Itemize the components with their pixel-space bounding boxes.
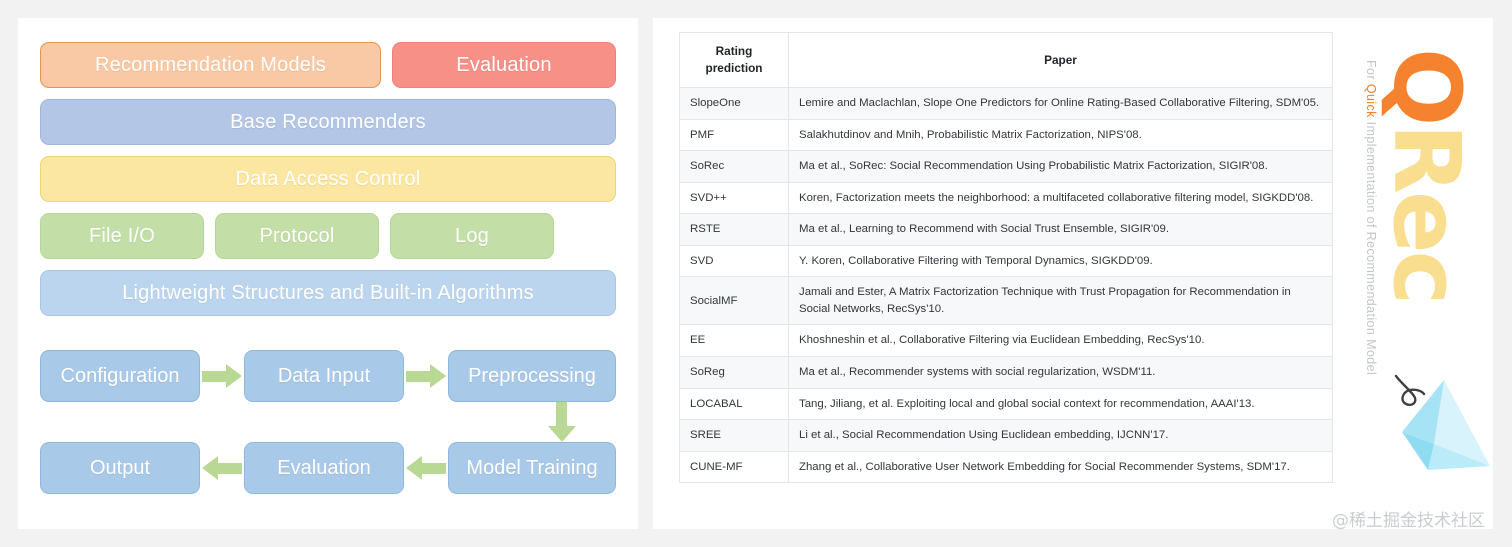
column-header-rating-prediction: Rating prediction — [679, 31, 789, 89]
column-header-paper: Paper — [788, 31, 1333, 89]
table-body: SlopeOne Lemire and Maclachlan, Slope On… — [679, 87, 1333, 484]
rating-prediction-table: Rating prediction Paper SlopeOne Lemire … — [679, 31, 1333, 484]
cell-paper-reference: Li et al., Social Recommendation Using E… — [788, 419, 1333, 452]
cell-paper-reference: Salakhutdinov and Mnih, Probabilistic Ma… — [788, 118, 1333, 152]
box-log[interactable]: Log — [390, 213, 554, 259]
logo-letter-q: Q — [1373, 48, 1480, 124]
cell-paper-reference: Lemire and Maclachlan, Slope One Predict… — [788, 87, 1333, 120]
watermark-text: @稀土掘金技术社区 — [1332, 511, 1485, 531]
box-lightweight-structures[interactable]: Lightweight Structures and Built-in Algo… — [40, 270, 616, 316]
arrow-left-icon — [200, 456, 244, 480]
table-row: LOCABAL Tang, Jiliang, et al. Exploiting… — [679, 387, 1333, 421]
header-line-2: prediction — [705, 61, 763, 76]
cell-paper-reference: Jamali and Ester, A Matrix Factorization… — [788, 276, 1333, 326]
table-row: SocialMF Jamali and Ester, A Matrix Fact… — [679, 276, 1333, 326]
tagline-prefix: For — [1364, 60, 1378, 84]
cell-model-name: PMF — [679, 118, 789, 152]
cell-paper-reference: Ma et al., Recommender systems with soci… — [788, 355, 1333, 389]
cell-paper-reference: Ma et al., Learning to Recommend with So… — [788, 213, 1333, 246]
cell-paper-reference: Ma et al., SoRec: Social Recommendation … — [788, 150, 1333, 183]
cell-model-name: SlopeOne — [679, 87, 789, 120]
arrow-right-icon — [200, 364, 244, 388]
box-protocol[interactable]: Protocol — [215, 213, 379, 259]
pipeline-flowchart: Configuration Data Input Preprocessing O… — [40, 350, 616, 510]
cell-model-name: SREE — [679, 419, 789, 452]
flow-step-evaluation[interactable]: Evaluation — [244, 442, 404, 494]
architecture-row-3: Data Access Control — [40, 156, 616, 202]
cell-paper-reference: Y. Koren, Collaborative Filtering with T… — [788, 244, 1333, 278]
qrec-logo: QRec — [1373, 48, 1480, 352]
paper-plane-icon — [1402, 380, 1490, 470]
header-line-1: Rating — [715, 44, 753, 58]
box-recommendation-models[interactable]: Recommendation Models — [40, 42, 381, 88]
flow-step-model-training[interactable]: Model Training — [448, 442, 616, 494]
box-file-io[interactable]: File I/O — [40, 213, 204, 259]
cell-paper-reference: Zhang et al., Collaborative User Network… — [788, 450, 1333, 484]
flow-step-preprocessing[interactable]: Preprocessing — [448, 350, 616, 402]
table-row: SVD++ Koren, Factorization meets the nei… — [679, 181, 1333, 215]
box-data-access-control[interactable]: Data Access Control — [40, 156, 616, 202]
cell-model-name: SVD++ — [679, 181, 789, 215]
architecture-row-4: File I/O Protocol Log — [40, 213, 616, 259]
cell-model-name: SocialMF — [679, 276, 789, 326]
table-row: SoReg Ma et al., Recommender systems wit… — [679, 355, 1333, 389]
cell-model-name: LOCABAL — [679, 387, 789, 421]
cell-paper-reference: Tang, Jiliang, et al. Exploiting local a… — [788, 387, 1333, 421]
logo-letters-rec: Rec — [1373, 123, 1480, 302]
cell-model-name: SoReg — [679, 355, 789, 389]
arrow-left-icon — [404, 456, 448, 480]
cell-model-name: SoRec — [679, 150, 789, 183]
squiggle-icon — [1394, 374, 1426, 407]
table-row: EE Khoshneshin et al., Collaborative Fil… — [679, 324, 1333, 357]
flow-step-data-input[interactable]: Data Input — [244, 350, 404, 402]
architecture-row-1: Recommendation Models Evaluation — [40, 42, 616, 88]
table-row: SlopeOne Lemire and Maclachlan, Slope On… — [679, 87, 1333, 120]
cell-model-name: SVD — [679, 244, 789, 278]
cell-model-name: EE — [679, 324, 789, 357]
flow-step-configuration[interactable]: Configuration — [40, 350, 200, 402]
cell-model-name: CUNE-MF — [679, 450, 789, 484]
flow-spacer — [40, 402, 616, 442]
flow-step-output[interactable]: Output — [40, 442, 200, 494]
architecture-row-2: Base Recommenders — [40, 99, 616, 145]
qrec-logo-text: QRec — [1373, 48, 1480, 320]
table-header-row: Rating prediction Paper — [679, 31, 1333, 89]
flow-bottom-row: Output Evaluation Model Training — [40, 442, 616, 494]
table-row: CUNE-MF Zhang et al., Collaborative User… — [679, 450, 1333, 484]
table-row: SREE Li et al., Social Recommendation Us… — [679, 419, 1333, 452]
tagline-suffix: Implementation of Recommendation Model — [1364, 117, 1378, 376]
architecture-panel: Recommendation Models Evaluation Base Re… — [18, 18, 638, 529]
table-row: SoRec Ma et al., SoRec: Social Recommend… — [679, 150, 1333, 183]
architecture-row-5: Lightweight Structures and Built-in Algo… — [40, 270, 616, 316]
arrow-right-icon — [404, 364, 448, 388]
cell-paper-reference: Koren, Factorization meets the neighborh… — [788, 181, 1333, 215]
architecture-stack: Recommendation Models Evaluation Base Re… — [40, 42, 616, 327]
cell-model-name: RSTE — [679, 213, 789, 246]
box-base-recommenders[interactable]: Base Recommenders — [40, 99, 616, 145]
paper-table-panel: Rating prediction Paper SlopeOne Lemire … — [653, 18, 1493, 529]
cell-paper-reference: Khoshneshin et al., Collaborative Filter… — [788, 324, 1333, 357]
table-row: SVD Y. Koren, Collaborative Filtering wi… — [679, 244, 1333, 278]
flow-top-row: Configuration Data Input Preprocessing — [40, 350, 616, 402]
arrow-down-icon — [548, 402, 576, 442]
table-row: PMF Salakhutdinov and Mnih, Probabilisti… — [679, 118, 1333, 152]
table-row: RSTE Ma et al., Learning to Recommend wi… — [679, 213, 1333, 246]
box-evaluation-layer[interactable]: Evaluation — [392, 42, 616, 88]
vertical-tagline: For Quick Implementation of Recommendati… — [1352, 60, 1378, 480]
tagline-highlight: Quick — [1364, 83, 1378, 118]
